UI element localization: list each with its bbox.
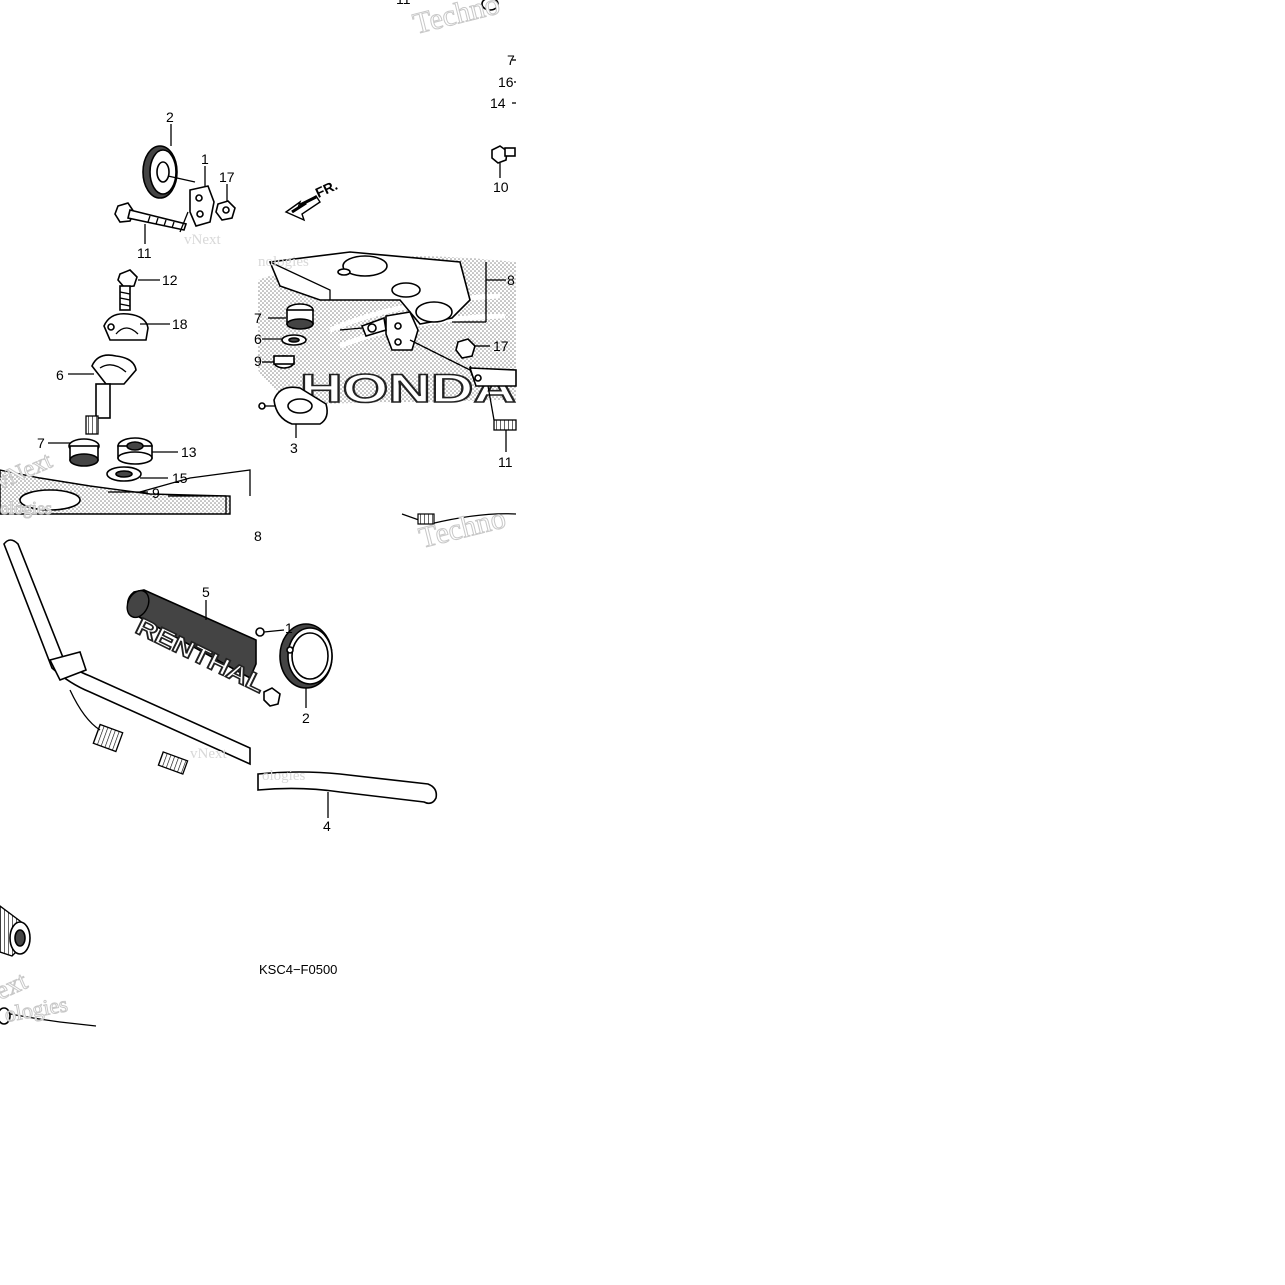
- callout: 1: [201, 151, 209, 167]
- hex-nut-part: [117, 437, 153, 465]
- callouts-mid-left: 12 18 6 7 13 15 9: [37, 272, 197, 501]
- svg-text:Techno: Techno: [416, 502, 509, 555]
- svg-text:Techno: Techno: [410, 0, 503, 41]
- callout: 7: [507, 52, 515, 68]
- upper-clamp-part: [103, 312, 149, 341]
- callout: 2: [302, 710, 310, 726]
- flange-nut-right-part: [455, 338, 476, 359]
- callout: 1: [285, 620, 293, 636]
- svg-text:ologies: ologies: [262, 768, 305, 784]
- handlebar-right-part: [257, 771, 438, 805]
- svg-text:vNext: vNext: [190, 746, 227, 762]
- flange-bolt-part: [491, 145, 516, 164]
- callout: 13: [181, 444, 197, 460]
- callout: 8: [254, 528, 262, 544]
- callout: 6: [254, 331, 262, 347]
- callout: 9: [254, 353, 262, 369]
- front-direction-arrow: [284, 195, 321, 222]
- front-direction-label: FR.: [313, 177, 340, 201]
- callouts-top-right: 11 7 16 14 10: [396, 0, 515, 195]
- tile-mid-bottom-fragment: [401, 513, 517, 525]
- washer-part: [106, 466, 142, 482]
- callout: 10: [493, 179, 509, 195]
- callout: 3: [290, 440, 298, 456]
- tile-top-right: [481, 0, 516, 178]
- callout: 17: [493, 338, 509, 354]
- wire-clamp-part: [258, 386, 328, 425]
- bolt-right-part: [493, 419, 517, 431]
- diagram-code: KSC4−F0500: [259, 962, 337, 977]
- tile-bottom-right: [255, 623, 438, 818]
- callout: 15: [172, 470, 188, 486]
- grip-part: RENTHAL: [126, 589, 270, 700]
- callout: 17: [219, 169, 235, 185]
- callout: 18: [172, 316, 188, 332]
- callout: 11: [396, 0, 411, 7]
- svg-text:ologies: ologies: [0, 498, 52, 518]
- handlebar-holder-part: [85, 354, 137, 435]
- flange-nut-part: [215, 200, 236, 221]
- callouts-top-left: 2 1 17 11: [137, 109, 235, 261]
- callout: 11: [137, 245, 152, 261]
- callout: 8: [507, 272, 515, 288]
- callout: 11: [498, 454, 513, 470]
- bracket-part: [189, 185, 215, 227]
- bar-end-cap-part: [255, 623, 333, 689]
- callout: 9: [152, 485, 160, 501]
- svg-text:nologies: nologies: [258, 254, 309, 270]
- callout: 7: [254, 310, 262, 326]
- callouts-bottom: 8 5 1 2 4: [202, 528, 331, 834]
- top-bridge-part: [268, 251, 471, 325]
- end-cap-part: [142, 145, 196, 199]
- rubber-bushing-part: [68, 438, 100, 467]
- callout: 16: [498, 74, 514, 90]
- tile-bottom-left: RENTHAL: [0, 539, 281, 1027]
- bushing-stack-part: [273, 303, 314, 369]
- callout: 7: [37, 435, 45, 451]
- tile-mid-left: [0, 269, 251, 515]
- tile-mid-right: HONDA: [258, 251, 517, 452]
- callout: 12: [162, 272, 178, 288]
- callouts-mid-right: 8 17 7 6 9 3 11: [254, 272, 515, 470]
- clamp-bolt-part: [117, 269, 138, 311]
- callout: 2: [166, 109, 174, 125]
- end-weight-part: [0, 905, 97, 1027]
- callout: 4: [323, 818, 331, 834]
- long-bolt-part: [114, 202, 188, 231]
- callout: 14: [490, 95, 506, 111]
- svg-text:vNext: vNext: [184, 232, 221, 248]
- callout: 5: [202, 584, 210, 600]
- callout: 6: [56, 367, 64, 383]
- handlebar-part: [3, 539, 251, 775]
